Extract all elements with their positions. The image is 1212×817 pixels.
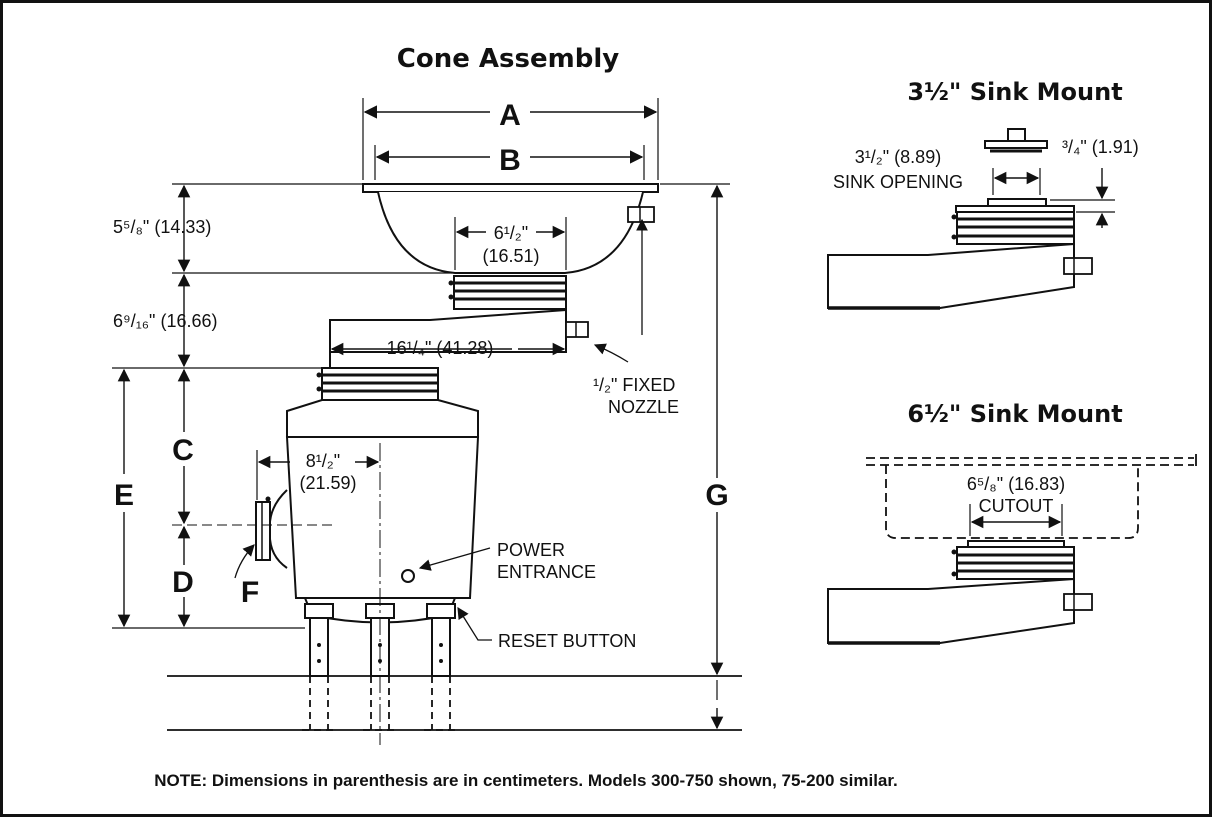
- dimension-f-label: F: [241, 576, 259, 609]
- dim-16-1-4-label: 16¹/₄" (41.28): [387, 338, 494, 358]
- dimension-a-label: A: [499, 99, 521, 132]
- dim-6-1-2-label: 6¹/₂": [494, 223, 528, 243]
- cutout-dim-label: 6⁵/₈" (16.83): [967, 474, 1065, 494]
- sink-mount-6-5-title: 6½" Sink Mount: [907, 400, 1122, 428]
- dimension-b-label: B: [499, 144, 521, 177]
- dimension-g-label: G: [705, 479, 728, 512]
- dim-6-9-16-label: 6⁹/₁₆" (16.66): [113, 311, 217, 331]
- sink-mount-3-5-title: 3½" Sink Mount: [907, 78, 1122, 106]
- cone-assembly-title: Cone Assembly: [397, 44, 619, 74]
- dimension-d-label: D: [172, 566, 194, 599]
- footnote: NOTE: Dimensions in parenthesis are in c…: [154, 771, 898, 790]
- power-entrance-label: POWER: [497, 540, 565, 560]
- dim-8-1-2-cm-label: (21.59): [299, 473, 356, 493]
- sink-opening-label: SINK OPENING: [833, 172, 963, 192]
- fixed-nozzle-label-2: NOZZLE: [608, 397, 679, 417]
- dimension-c-label: C: [172, 434, 194, 467]
- dim-8-1-2-label: 8¹/₂": [306, 451, 340, 471]
- cutout-label: CUTOUT: [979, 496, 1054, 516]
- cone-assembly-drawing: [112, 98, 742, 745]
- sink-mount-6-5-drawing: [827, 454, 1197, 645]
- sink-opening-dim-label: 3¹/₂" (8.89): [855, 147, 941, 167]
- three-quarter-dim-label: ³/₄" (1.91): [1062, 137, 1139, 157]
- power-entrance-label-2: ENTRANCE: [497, 562, 596, 582]
- reset-button-label: RESET BUTTON: [498, 631, 636, 651]
- sink-mount-3-5-drawing: [827, 128, 1115, 310]
- dim-6-1-2-cm-label: (16.51): [482, 246, 539, 266]
- fixed-nozzle-label: ¹/₂" FIXED: [593, 375, 675, 395]
- dim-5-5-8-label: 5⁵/₈" (14.33): [113, 217, 211, 237]
- dimension-e-label: E: [114, 479, 134, 512]
